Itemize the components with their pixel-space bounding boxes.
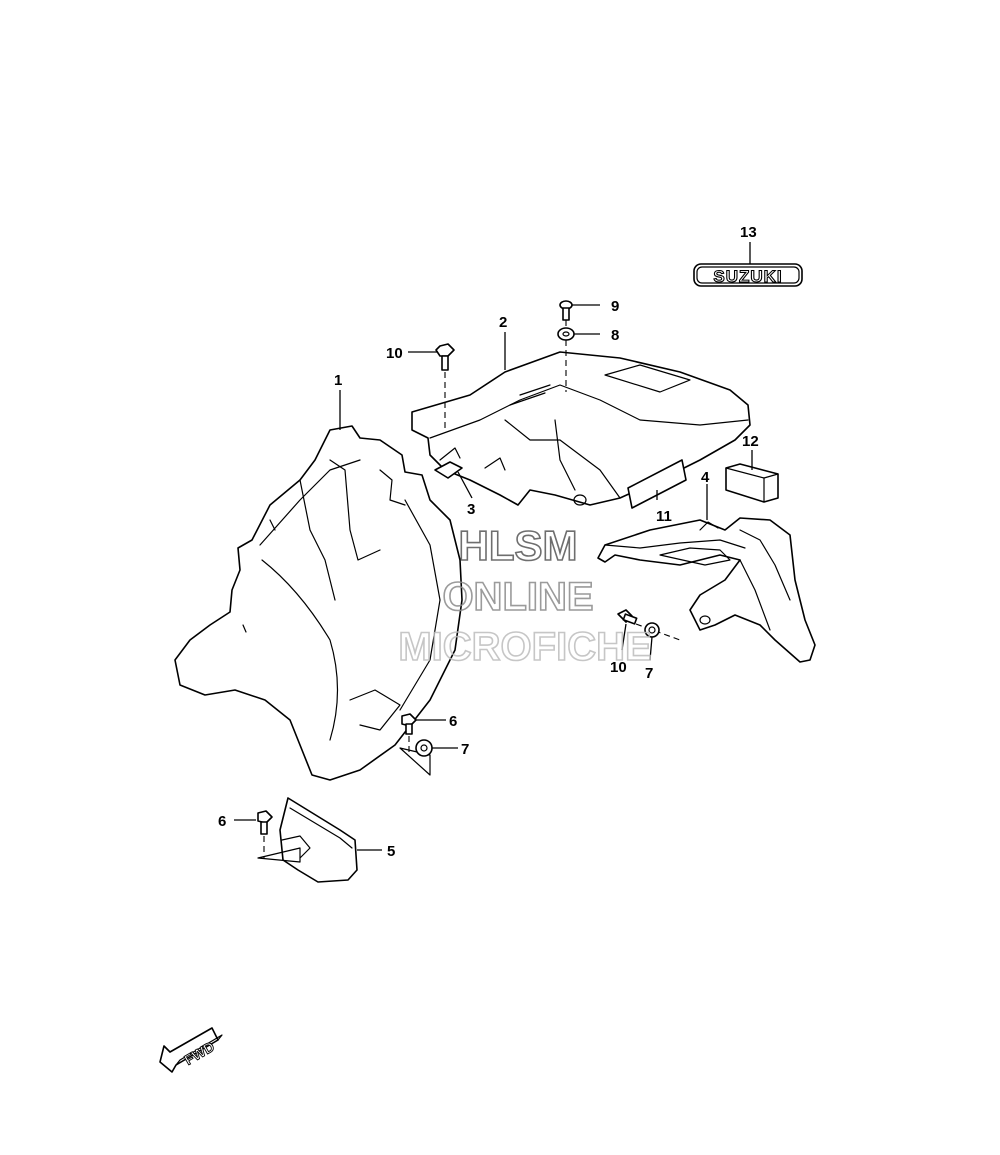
part-13-badge: SUZUKI xyxy=(693,263,803,287)
fastener-10a-bolt xyxy=(435,343,455,430)
callout-10a: 10 xyxy=(386,345,403,362)
callout-2: 2 xyxy=(499,314,507,331)
callout-12: 12 xyxy=(742,433,759,450)
badge-label: SUZUKI xyxy=(713,267,782,286)
callout-6b: 6 xyxy=(218,813,226,830)
callout-1: 1 xyxy=(334,372,342,389)
fastener-6b-bolt xyxy=(257,810,301,863)
callout-3: 3 xyxy=(467,501,475,518)
callout-5: 5 xyxy=(387,843,395,860)
callout-8: 8 xyxy=(611,327,619,344)
callout-4: 4 xyxy=(701,469,710,486)
watermark-line3: MICROFICHE xyxy=(398,625,651,669)
part-1-inner-fender xyxy=(174,425,463,781)
part-5-mud-flap xyxy=(279,797,358,883)
watermark-line2: ONLINE xyxy=(442,575,593,619)
callout-11: 11 xyxy=(656,508,672,525)
part-4-bracket xyxy=(597,517,816,663)
callout-6a: 6 xyxy=(449,713,457,730)
forward-arrow: FWD xyxy=(159,1027,223,1073)
fastener-6a-bolt xyxy=(399,713,431,776)
callout-10b: 10 xyxy=(610,659,627,676)
part-12-block xyxy=(725,463,779,503)
callout-7b: 7 xyxy=(645,665,653,682)
watermark: HLSM ONLINE MICROFICHE xyxy=(398,521,653,670)
callout-9: 9 xyxy=(611,298,619,315)
callout-7a: 7 xyxy=(461,741,469,758)
part-3-clip xyxy=(434,461,463,479)
callouts: 13 9 8 2 10 1 12 4 3 11 10 7 6 7 6 5 xyxy=(218,224,759,860)
part-11-reflector xyxy=(627,459,687,509)
leader-lines xyxy=(234,242,753,851)
watermark-line1: HLSM xyxy=(459,522,578,569)
fastener-7a-nut xyxy=(415,739,433,757)
callout-13: 13 xyxy=(740,224,757,241)
fastener-8-washer xyxy=(557,327,575,341)
